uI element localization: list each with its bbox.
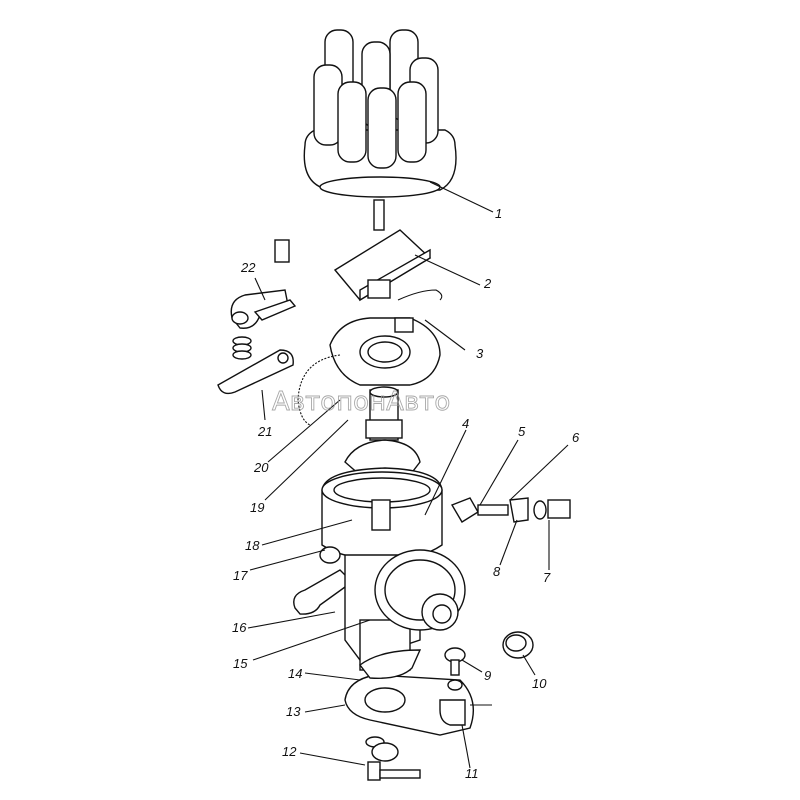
mounting-plate bbox=[344, 649, 474, 736]
cap-towers bbox=[313, 29, 439, 169]
callout-5: 5 bbox=[518, 424, 526, 439]
watermark: АвтопонАвто bbox=[272, 387, 450, 417]
callout-12: 12 bbox=[282, 744, 297, 759]
callout-15: 15 bbox=[233, 656, 248, 671]
callout-11: 11 bbox=[465, 766, 479, 781]
callout-6: 6 bbox=[572, 430, 580, 445]
leader-lines bbox=[247, 181, 569, 769]
vacuum-unit bbox=[374, 549, 466, 631]
breaker-plate bbox=[329, 317, 441, 386]
callout-18: 18 bbox=[245, 538, 260, 553]
callout-14: 14 bbox=[288, 666, 302, 681]
octane-adjuster bbox=[450, 497, 571, 523]
callout-22: 22 bbox=[240, 260, 256, 275]
callout-17: 17 bbox=[233, 568, 248, 583]
callout-19: 19 bbox=[250, 500, 264, 515]
callout-10: 10 bbox=[532, 676, 547, 691]
spring-21 bbox=[232, 336, 252, 360]
low-voltage-lead bbox=[397, 289, 443, 301]
callout-1: 1 bbox=[495, 206, 502, 221]
clamp-17 bbox=[319, 546, 341, 564]
callout-labels: 1 2 3 4 5 6 7 8 9 10 11 12 13 14 15 16 1… bbox=[232, 206, 580, 781]
screw-9 bbox=[444, 647, 466, 676]
bracket-22 bbox=[230, 239, 297, 329]
bolt-12 bbox=[365, 736, 421, 781]
callout-8: 8 bbox=[493, 564, 501, 579]
callout-9: 9 bbox=[484, 668, 491, 683]
callout-2: 2 bbox=[483, 276, 492, 291]
callout-4: 4 bbox=[462, 416, 469, 431]
callout-21: 21 bbox=[257, 424, 272, 439]
octane-lever bbox=[293, 569, 354, 615]
callout-3: 3 bbox=[476, 346, 484, 361]
rotor bbox=[333, 229, 432, 302]
vacuum-link bbox=[217, 349, 294, 395]
callout-20: 20 bbox=[253, 460, 269, 475]
callout-7: 7 bbox=[543, 570, 551, 585]
distributor-housing bbox=[321, 467, 443, 561]
ground-wire bbox=[297, 354, 341, 426]
carbon-contact bbox=[373, 199, 385, 231]
distributor-cap bbox=[303, 29, 457, 198]
clip-11 bbox=[439, 679, 492, 726]
callout-16: 16 bbox=[232, 620, 247, 635]
callout-13: 13 bbox=[286, 704, 301, 719]
shaft bbox=[344, 386, 421, 476]
cap-nut-10 bbox=[502, 631, 534, 659]
